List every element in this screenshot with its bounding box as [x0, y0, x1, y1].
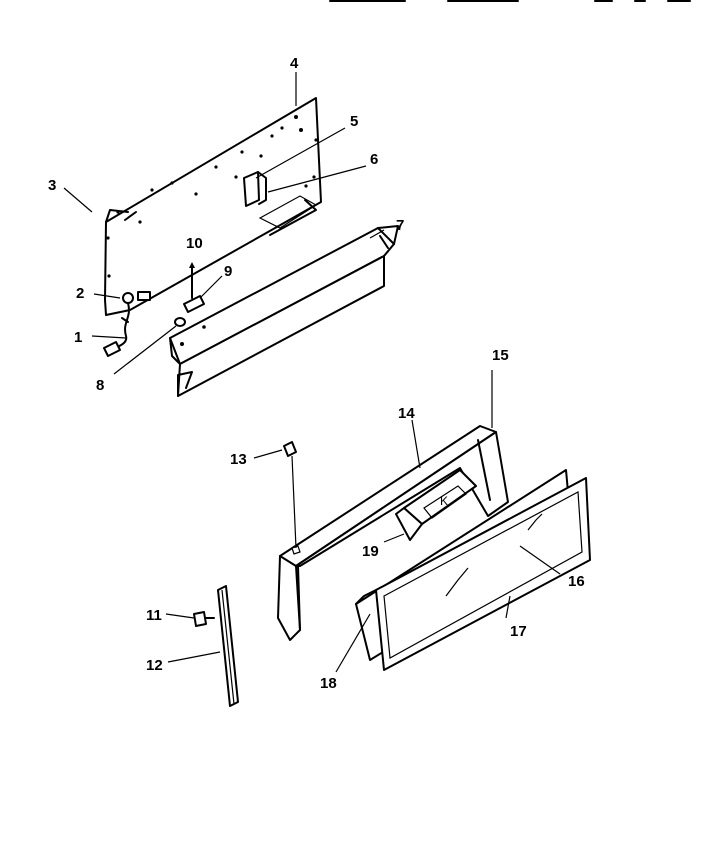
callout-11: 11	[146, 607, 162, 624]
callout-15: 15	[492, 347, 509, 364]
callout-3: 3	[48, 177, 56, 194]
lower-trim-frame	[277, 425, 509, 641]
front-glass-panel	[355, 469, 591, 671]
callout-8: 8	[96, 377, 104, 394]
svg-text:K: K	[440, 494, 448, 508]
callout-16: 16	[568, 573, 585, 590]
bumper	[283, 441, 297, 457]
callout-6: 6	[370, 151, 378, 168]
callout-5: 5	[350, 113, 358, 130]
callout-12: 12	[146, 657, 163, 674]
callout-13: 13	[230, 451, 247, 468]
side-trim-strip	[193, 585, 239, 707]
callout-10: 10	[186, 235, 203, 252]
callout-19: 19	[362, 543, 379, 560]
callout-14: 14	[398, 405, 415, 422]
callout-18: 18	[320, 675, 337, 692]
callout-17: 17	[510, 623, 527, 640]
lens-window: K	[395, 469, 477, 541]
callout-labels: 4 5 6 3 7 10 9 2 1 8 15 14 13 19 16 11 1…	[48, 55, 585, 692]
control-panel-trim	[169, 225, 399, 397]
switch-assembly	[183, 262, 205, 313]
power-cord	[103, 291, 151, 357]
rear-panel-plate	[104, 97, 322, 316]
callout-2: 2	[76, 285, 84, 302]
leader-lines	[63, 72, 561, 673]
callout-1: 1	[74, 329, 82, 346]
grommet	[174, 317, 186, 327]
callout-7: 7	[396, 217, 404, 234]
callout-9: 9	[224, 263, 232, 280]
callout-4: 4	[290, 55, 299, 72]
